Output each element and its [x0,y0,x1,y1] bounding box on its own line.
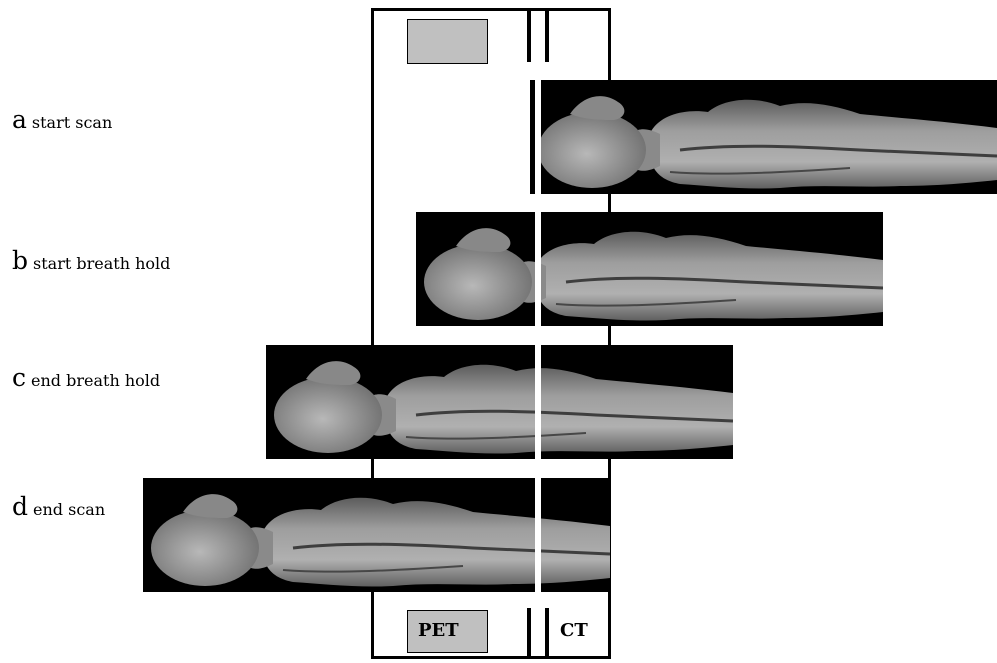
stage-label-c: c end breath hold [12,363,160,392]
scan-image-b [416,212,882,326]
gantry-divider-top-left [527,10,531,62]
stage-description: start breath hold [33,254,170,273]
pet-box-top [407,19,488,64]
stage-letter: c [12,363,26,392]
stage-description: end scan [33,500,105,519]
ct-label: CT [560,620,588,641]
stage-label-b: b start breath hold [12,246,170,275]
gantry-divider-bottom-left [527,608,531,658]
scan-image-c [266,345,733,459]
gantry-divider-top-right [545,10,549,62]
scan-image-a [530,80,997,194]
stage-letter: b [12,246,28,275]
stage-letter: d [12,492,28,521]
stage-description: end breath hold [31,371,160,390]
table-position-line [535,80,541,592]
gantry-divider-bottom-right [545,608,549,658]
stage-description: start scan [32,113,112,132]
pet-label: PET [418,620,459,641]
stage-label-d: d end scan [12,492,105,521]
stage-label-a: a start scan [12,105,112,134]
stage-letter: a [12,105,27,134]
